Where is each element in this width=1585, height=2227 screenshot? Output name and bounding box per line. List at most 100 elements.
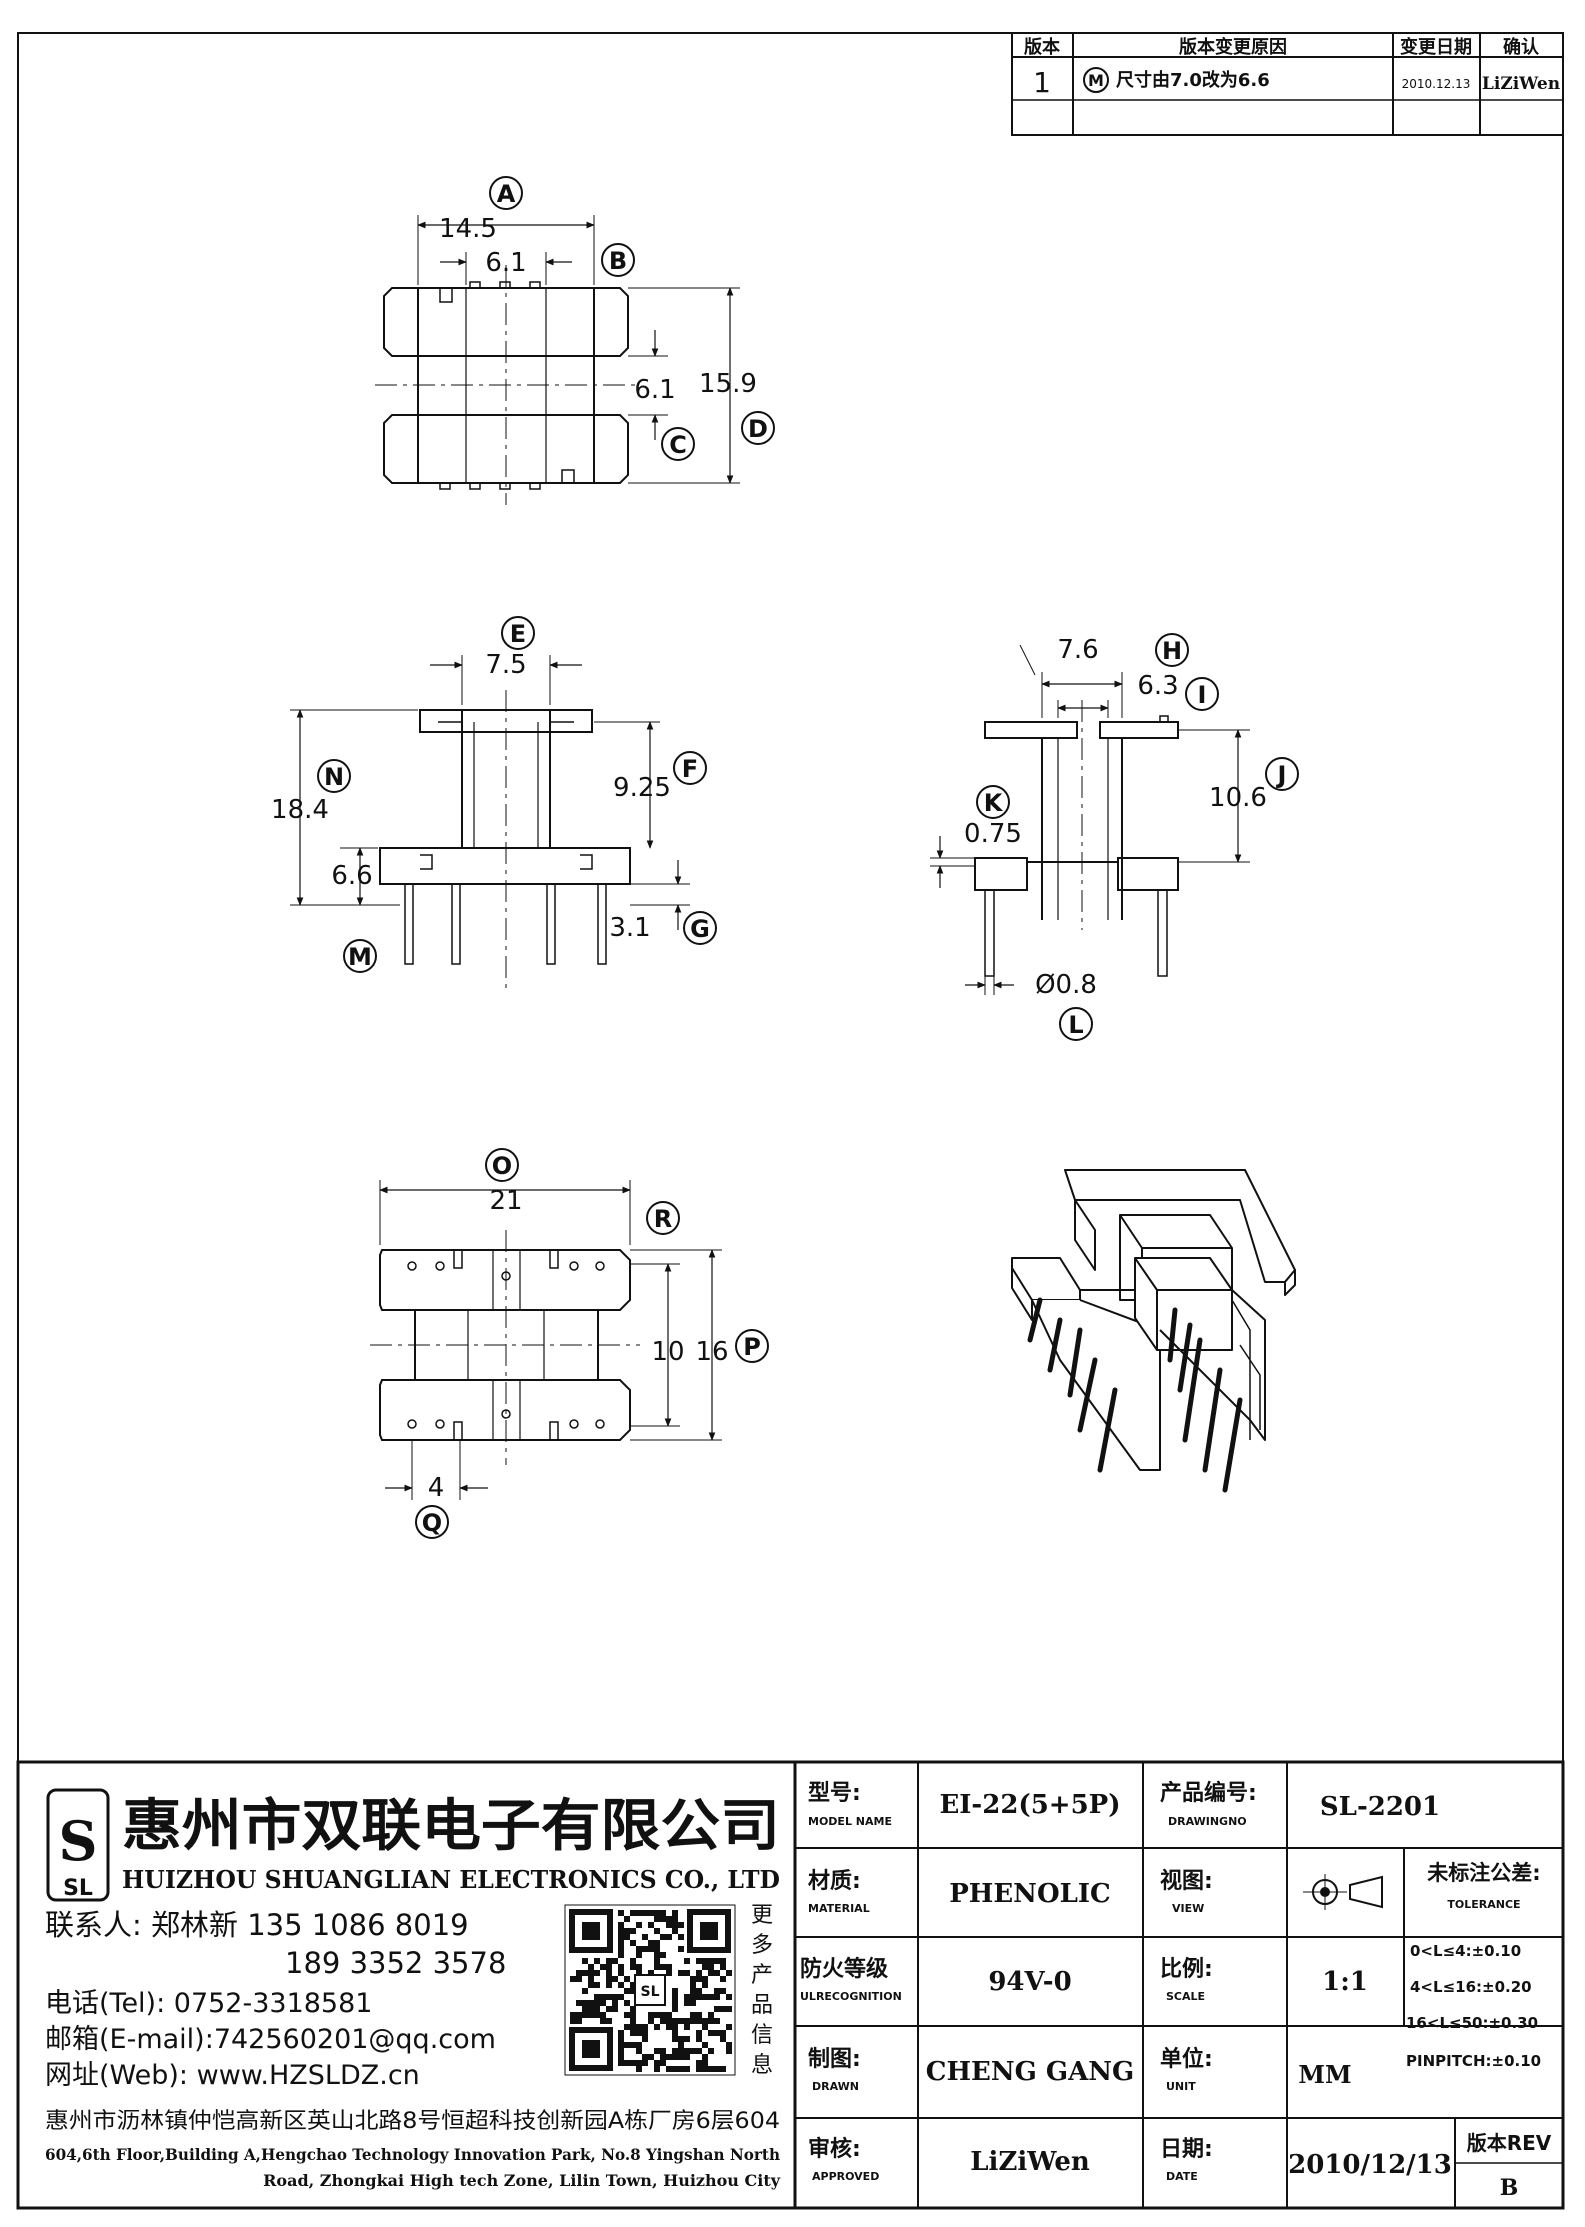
- qr-module: [726, 1994, 732, 2000]
- contact-line2: 189 3352 3578: [285, 1946, 506, 1980]
- qr-module: [654, 2012, 660, 2018]
- qr-module: [684, 2036, 690, 2042]
- qr-module: [618, 1952, 624, 1958]
- qr-module: [618, 2036, 624, 2042]
- qr-module: [618, 2048, 624, 2054]
- callout-i: I: [1185, 677, 1219, 711]
- callout-h: H: [1155, 633, 1189, 667]
- qr-module: [666, 2012, 672, 2018]
- dim-g-value: 3.1: [609, 913, 650, 943]
- qr-module: [672, 1928, 678, 1934]
- qr-module: [618, 1946, 624, 1952]
- approved-label-en: APPROVED: [812, 2170, 879, 2183]
- svg-text:H: H: [1162, 637, 1182, 665]
- qr-module: [672, 1988, 678, 1994]
- qr-module: [666, 1970, 672, 1976]
- qr-module: [636, 1922, 642, 1928]
- qr-module: [630, 2060, 636, 2066]
- qr-module: [624, 2012, 630, 2018]
- dim-p-value: 16: [695, 1337, 728, 1367]
- svg-text:Q: Q: [422, 1509, 442, 1537]
- qr-module: [708, 1970, 714, 1976]
- qr-module: [660, 1952, 666, 1958]
- qr-module: [678, 2036, 684, 2042]
- date-label-en: DATE: [1166, 2170, 1198, 2183]
- qr-code-icon: SL: [564, 1904, 736, 2076]
- qr-module: [630, 2030, 636, 2036]
- dim-a-value: 14.5: [439, 214, 497, 244]
- qr-module: [648, 2018, 654, 2024]
- qr-module: [582, 2012, 588, 2018]
- tolerance-3: 16<L≤50:±0.30: [1406, 2014, 1538, 2032]
- qr-module: [606, 1964, 612, 1970]
- revision-table: [1011, 32, 1564, 136]
- qr-module: [720, 2066, 726, 2072]
- callout-g: G: [683, 911, 717, 945]
- qr-module: [648, 1946, 654, 1952]
- company-logo: S SL: [46, 1788, 110, 1902]
- qr-module: [654, 1952, 660, 1958]
- qr-module: [684, 2018, 690, 2024]
- material-label-en: MATERIAL: [808, 1902, 870, 1915]
- front-view: [290, 655, 690, 990]
- view-label-en: VIEW: [1172, 1902, 1204, 1915]
- unit-label: 单位:: [1160, 2046, 1213, 2072]
- bottom-view: [370, 1180, 722, 1500]
- qr-module: [696, 1976, 702, 1982]
- qr-module: [588, 2000, 594, 2006]
- qr-module: [726, 2048, 732, 2054]
- qr-module: [582, 2006, 588, 2012]
- qr-module: [570, 2018, 576, 2024]
- qr-module: [606, 1970, 612, 1976]
- qr-module: [672, 2024, 678, 2030]
- qr-module: [708, 2048, 714, 2054]
- qr-module: [660, 2048, 666, 2054]
- qr-module: [726, 2042, 732, 2048]
- qr-module: [666, 2054, 672, 2060]
- fire-label-en: ULRECOGNITION: [800, 1990, 902, 2003]
- qr-module: [636, 1910, 642, 1916]
- unit-label-en: UNIT: [1166, 2080, 1196, 2093]
- qr-module: [576, 1976, 582, 1982]
- qr-module: [636, 2060, 642, 2066]
- qr-module: [726, 2006, 732, 2012]
- scale-label: 比例:: [1160, 1957, 1213, 1982]
- qr-module: [594, 2006, 600, 2012]
- qr-module: [684, 1994, 690, 2000]
- qr-module: [702, 2024, 708, 2030]
- svg-text:A: A: [497, 180, 516, 208]
- qr-module: [600, 1994, 606, 2000]
- qr-module: [624, 2042, 630, 2048]
- rev-row-version: 1: [1033, 66, 1051, 99]
- qr-module: [618, 1964, 624, 1970]
- qr-module: [678, 1970, 684, 1976]
- qr-module: [708, 2012, 714, 2018]
- svg-text:D: D: [748, 415, 768, 443]
- qr-module: [630, 2024, 636, 2030]
- qr-module: [648, 2012, 654, 2018]
- qr-module: [666, 2024, 672, 2030]
- qr-module: [714, 2066, 720, 2072]
- svg-text:SL: SL: [640, 1984, 659, 2000]
- qr-module: [696, 1958, 702, 1964]
- qr-module: [672, 2036, 678, 2042]
- company-name-en: HUIZHOU SHUANGLIAN ELECTRONICS CO., LTD: [122, 1865, 780, 1894]
- qr-module: [690, 1994, 696, 2000]
- qr-module: [672, 1910, 678, 1916]
- callout-n: N: [317, 759, 351, 793]
- svg-text:E: E: [510, 620, 526, 648]
- qr-module: [660, 1964, 666, 1970]
- dim-b-value: 6.1: [485, 248, 526, 278]
- qr-module: [594, 1982, 600, 1988]
- qr-module: [720, 1988, 726, 1994]
- qr-module: [618, 1982, 624, 1988]
- qr-module: [660, 1934, 666, 1940]
- qr-module: [642, 2054, 648, 2060]
- qr-module: [684, 1958, 690, 1964]
- qr-module: [654, 1958, 660, 1964]
- qr-module: [678, 2066, 684, 2072]
- drawn-value: CHENG GANG: [926, 2057, 1134, 2087]
- qr-module: [678, 1922, 684, 1928]
- qr-module: [588, 2012, 594, 2018]
- qr-module: [618, 2060, 624, 2066]
